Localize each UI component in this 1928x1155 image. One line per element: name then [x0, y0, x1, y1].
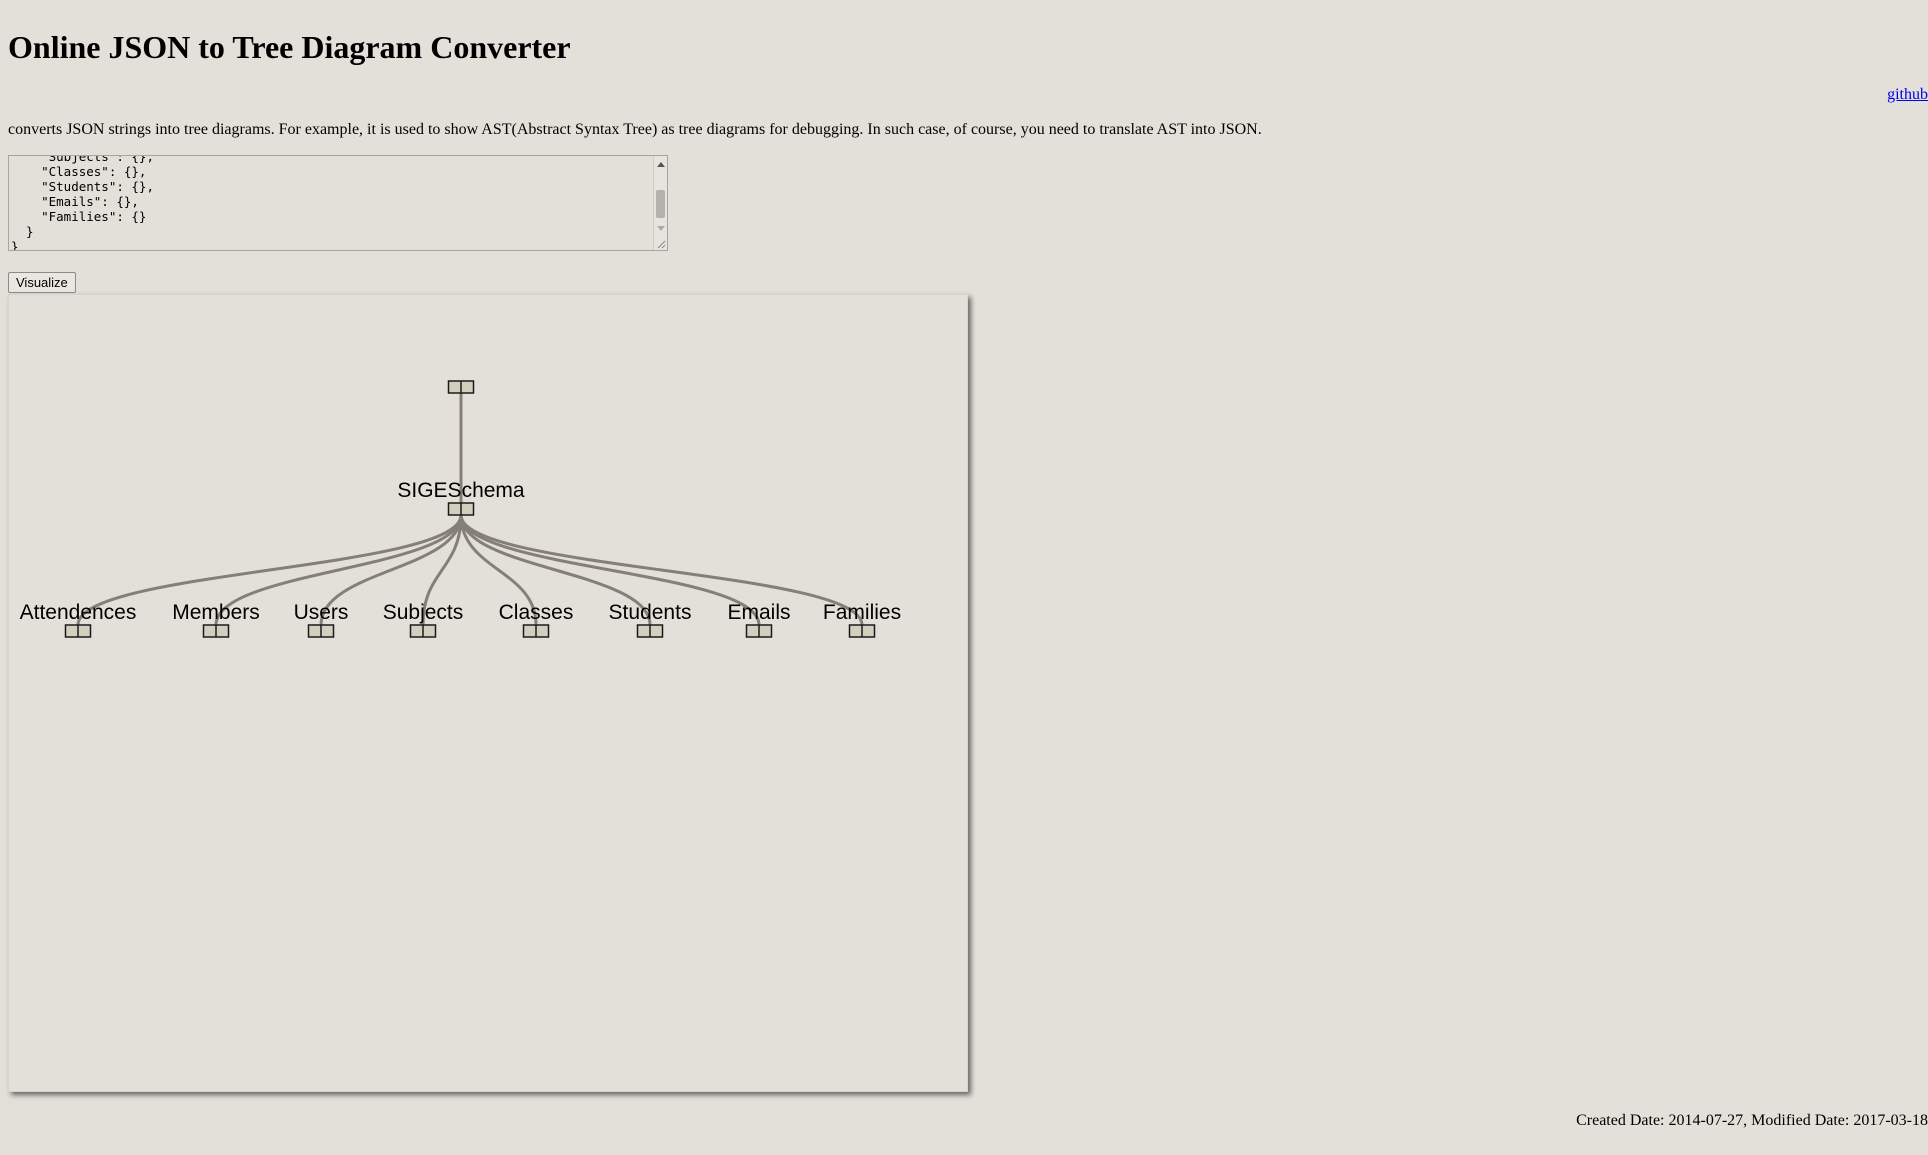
tree-node-label: Families [823, 601, 901, 624]
scroll-down-icon[interactable] [657, 226, 665, 231]
github-link[interactable]: github [1887, 86, 1928, 103]
json-input-container [8, 155, 668, 251]
tree-link [459, 514, 538, 626]
tree-link [319, 514, 463, 626]
description: converts JSON strings into tree diagrams… [8, 121, 1262, 138]
tree-link [459, 514, 652, 626]
tree-links [76, 393, 864, 626]
tree-diagram-canvas[interactable]: Attendences Members Users Subjects Classes St… [8, 294, 968, 1092]
tree-node[interactable]: Students [609, 601, 692, 638]
visualize-button[interactable]: Visualize [8, 272, 76, 293]
footer-dates: Created Date: 2014-07-27, Modified Date:… [1576, 1112, 1928, 1129]
tree-link [214, 514, 463, 626]
page-title: Online JSON to Tree Diagram Converter [8, 29, 571, 65]
tree-node[interactable]: SIGESchema [397, 479, 525, 516]
tree-node-label: Classes [499, 601, 574, 624]
tree-node-label: Emails [727, 601, 790, 624]
resize-grip-icon[interactable] [656, 239, 666, 249]
tree-nodes: Attendences Members Users Subjects Classes St… [20, 380, 901, 638]
tree-link [459, 514, 761, 626]
tree-node[interactable]: Families [823, 601, 901, 638]
tree-node-label: Students [609, 601, 692, 624]
tree-node[interactable] [447, 380, 475, 394]
json-input-scrollbar[interactable] [653, 156, 667, 250]
tree-node-label: Attendences [20, 601, 137, 624]
tree-node[interactable]: Subjects [383, 601, 464, 638]
tree-node[interactable]: Users [294, 601, 349, 638]
tree-diagram-svg: Attendences Members Users Subjects Classes St… [20, 380, 901, 638]
tree-node-label: Members [172, 601, 260, 624]
tree-link [459, 514, 864, 626]
tree-node-label: SIGESchema [397, 479, 525, 502]
tree-link [421, 514, 463, 626]
json-input[interactable] [9, 156, 653, 250]
tree-node-label: Users [294, 601, 349, 624]
scroll-up-icon[interactable] [657, 162, 665, 167]
tree-node[interactable]: Members [172, 601, 260, 638]
tree-node[interactable]: Attendences [20, 601, 137, 638]
tree-node[interactable]: Classes [499, 601, 574, 638]
tree-node[interactable]: Emails [727, 601, 791, 638]
scroll-thumb[interactable] [656, 190, 665, 218]
tree-node-label: Subjects [383, 601, 464, 624]
tree-link [76, 514, 463, 626]
